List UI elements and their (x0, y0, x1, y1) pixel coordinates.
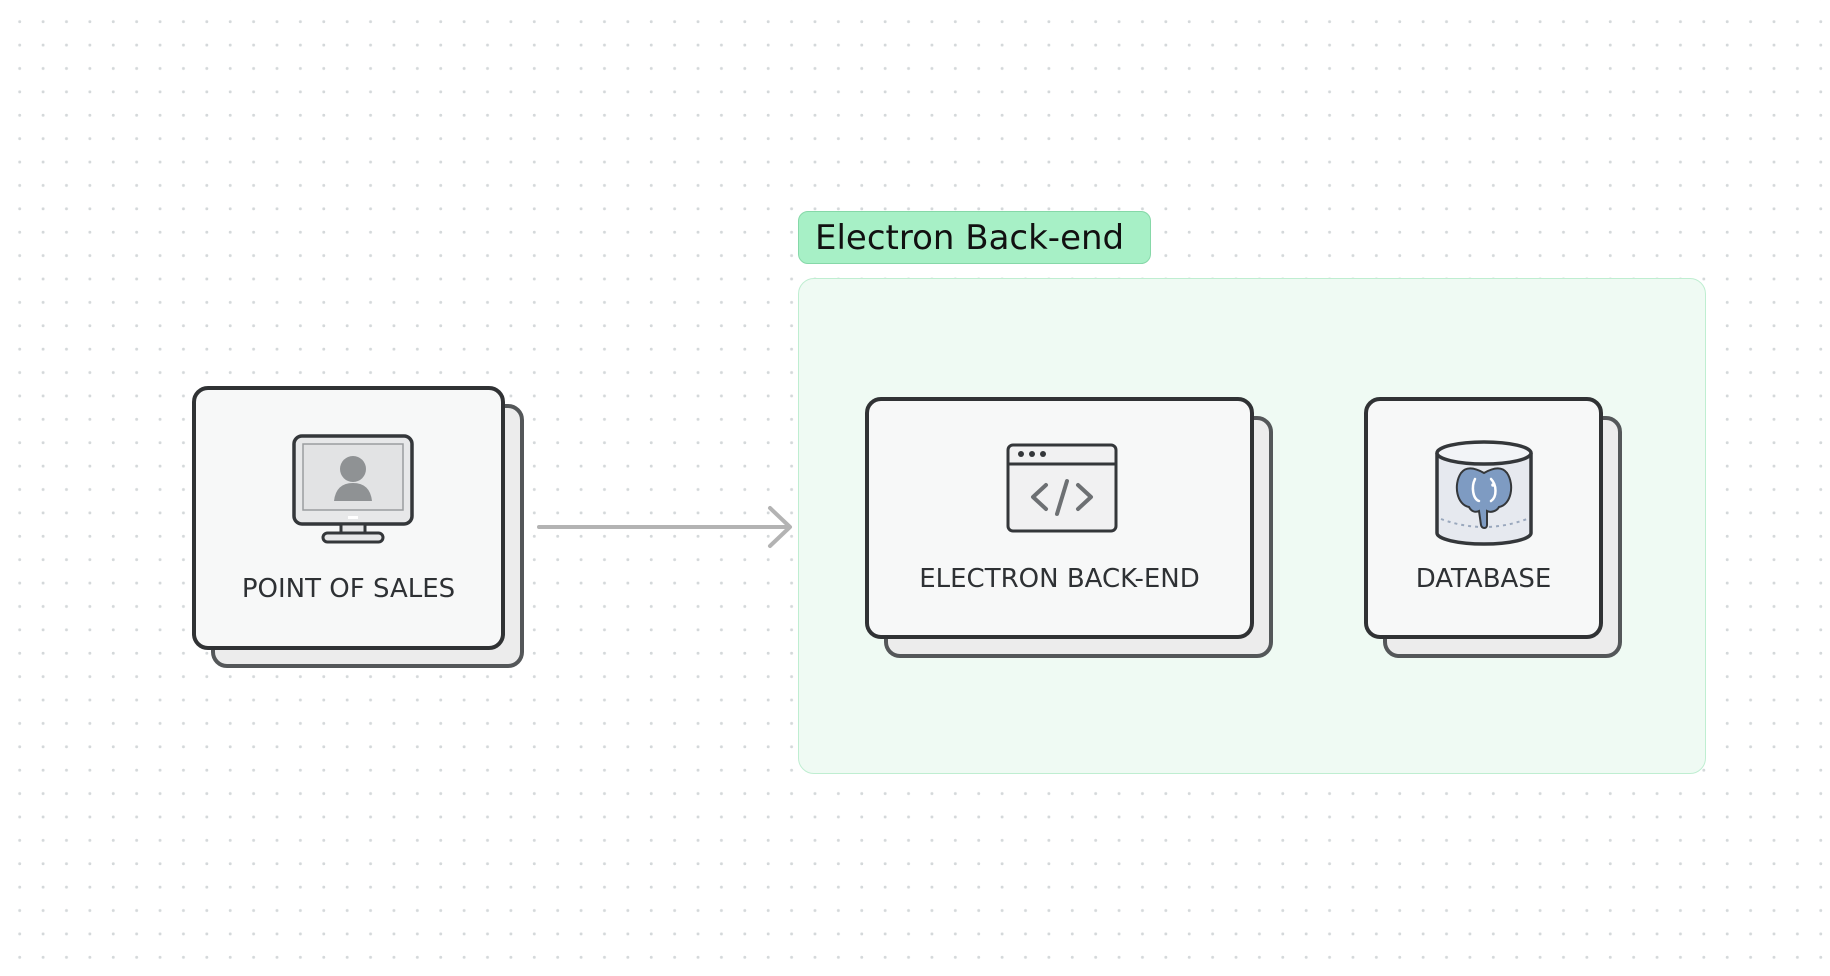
code-window-icon (1006, 443, 1118, 533)
electron-backend-label: ELECTRON BACK-END (919, 564, 1200, 594)
point-of-sales-label: POINT OF SALES (241, 574, 456, 604)
group-label[interactable]: Electron Back-end (798, 211, 1151, 264)
group-label-text: Electron Back-end (815, 217, 1125, 258)
postgresql-database-icon (1435, 440, 1533, 546)
database-label: DATABASE (1415, 564, 1552, 594)
monitor-user-icon (292, 434, 414, 544)
electron-backend-node[interactable]: ELECTRON BACK-END (865, 397, 1254, 639)
point-of-sales-node[interactable]: POINT OF SALES (192, 386, 505, 650)
database-node[interactable]: DATABASE (1364, 397, 1603, 639)
